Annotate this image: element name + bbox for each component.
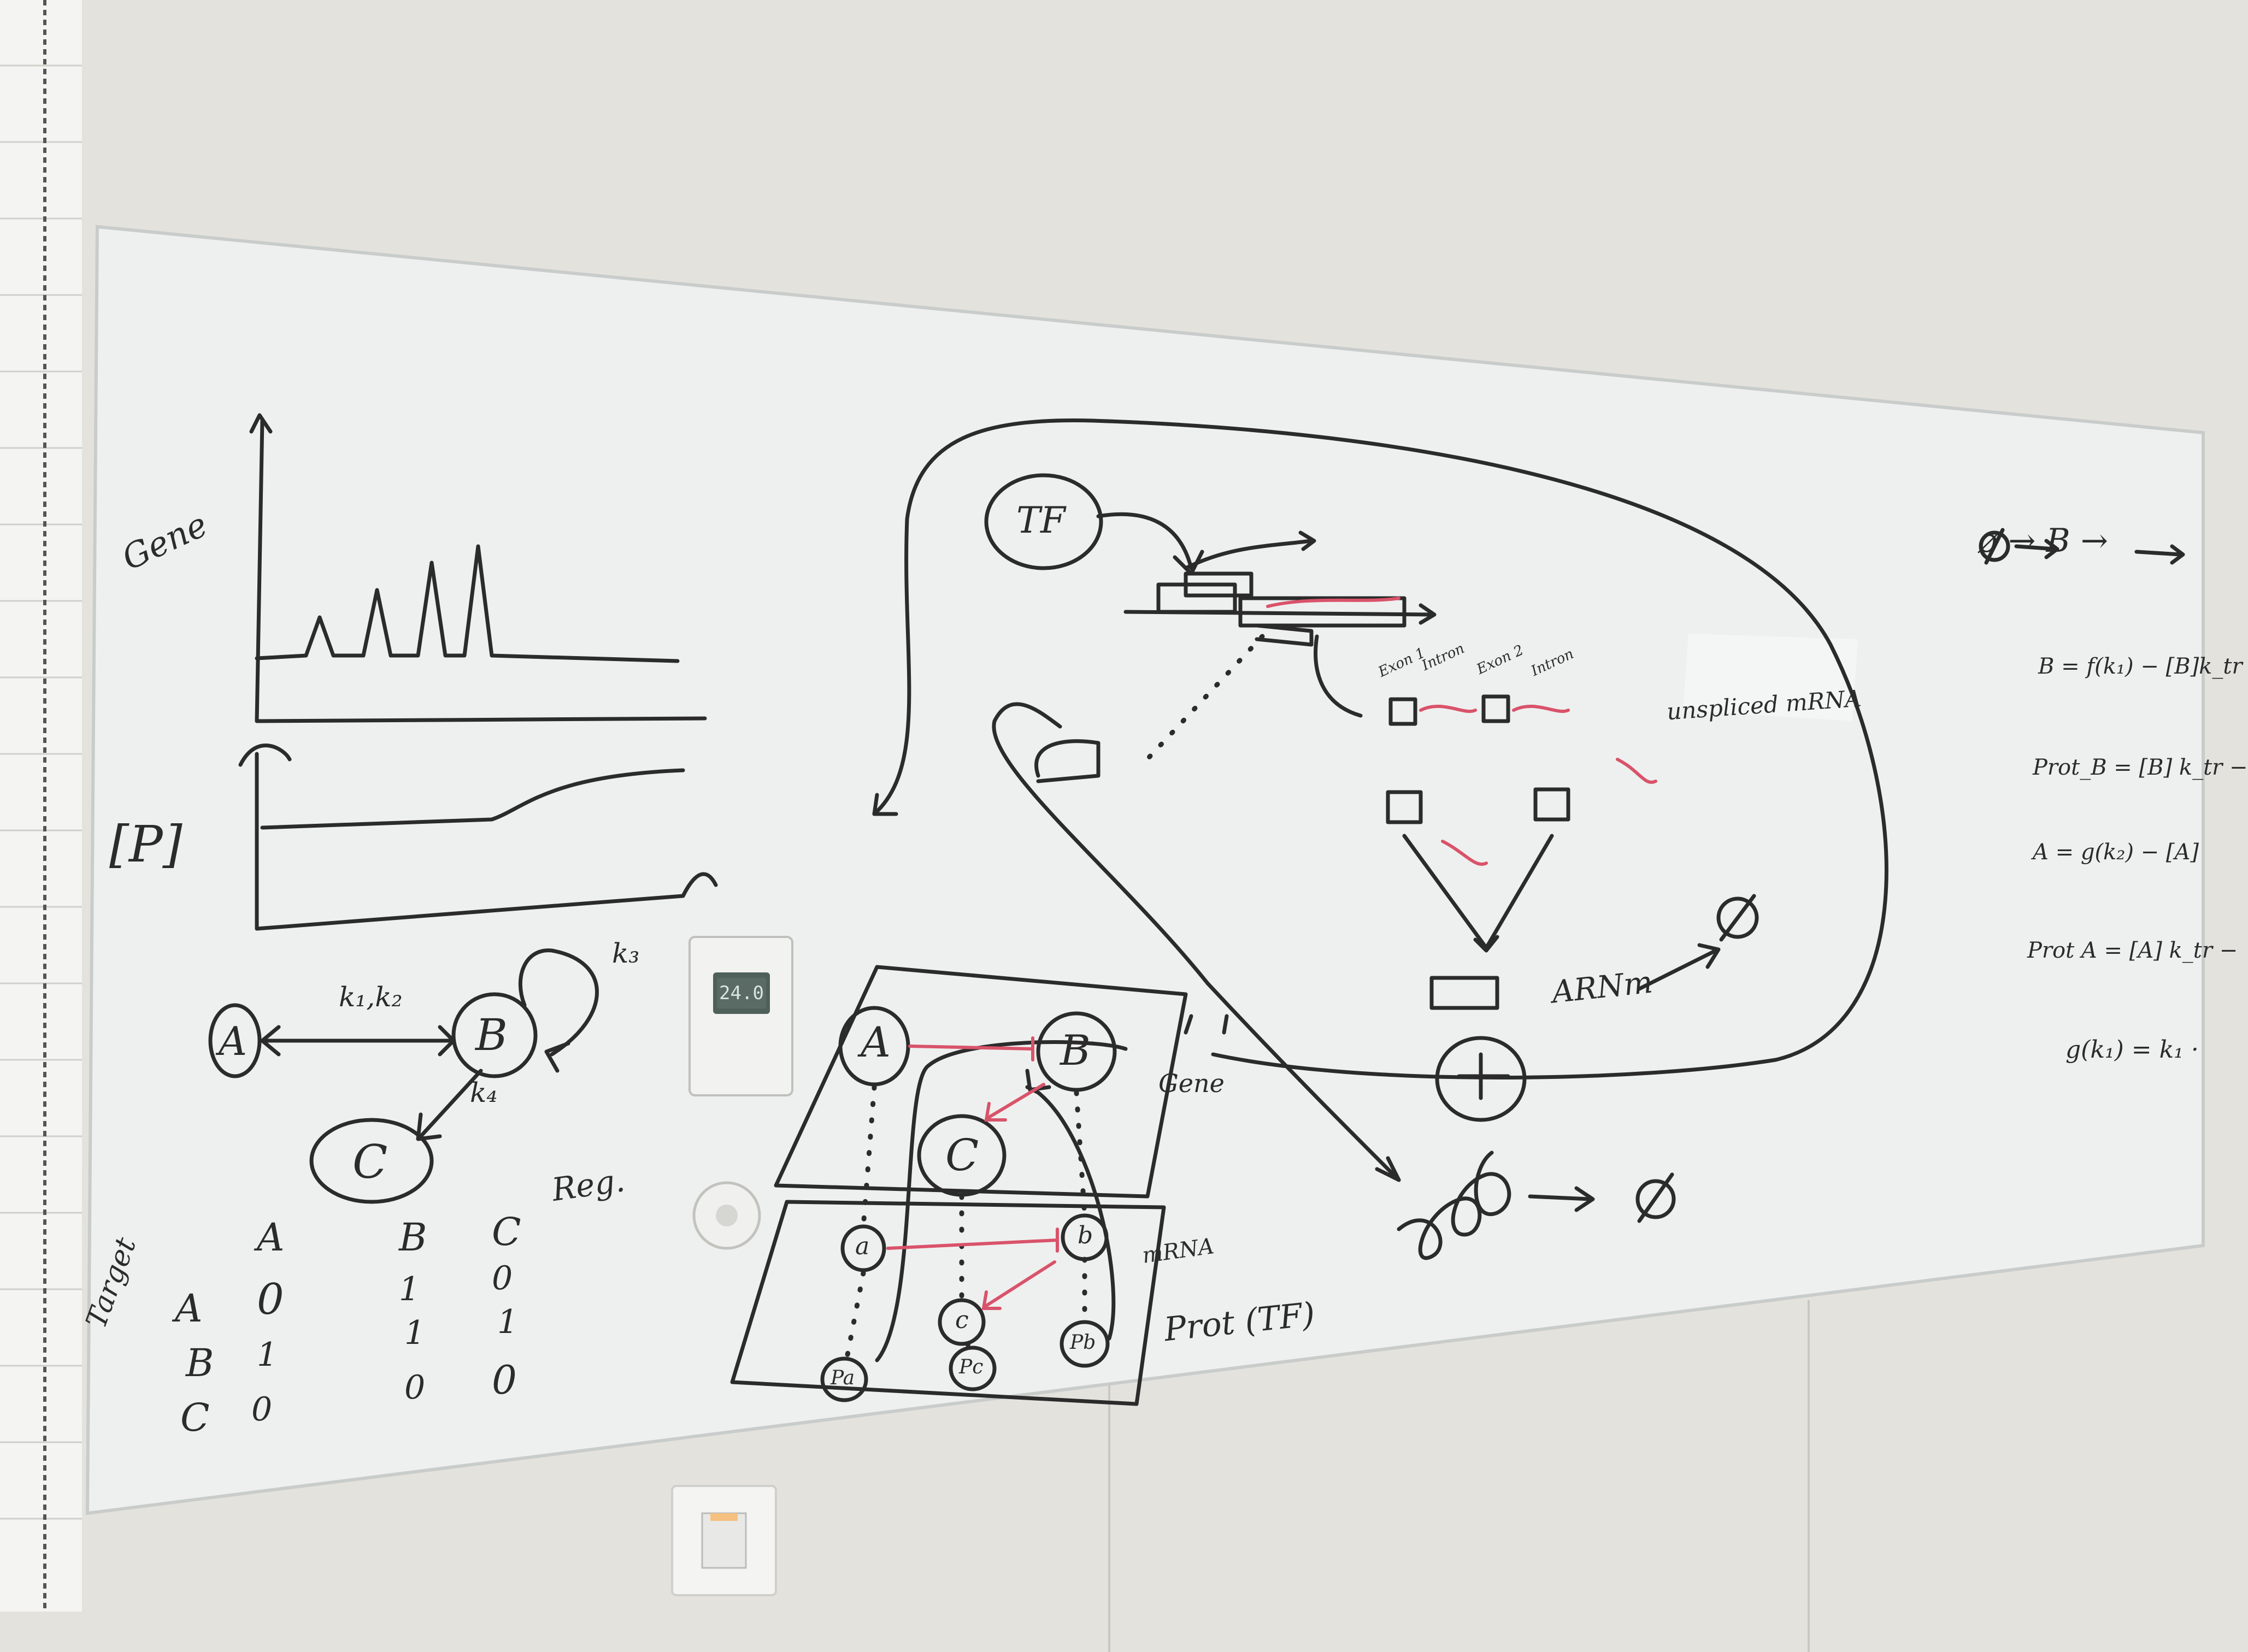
mature-mrna-box bbox=[1429, 976, 1499, 1010]
prot-node-label-pa: Pa bbox=[831, 1367, 855, 1389]
network-label-c: C bbox=[352, 1135, 388, 1189]
network-label-b: B bbox=[475, 1010, 508, 1060]
matrix-cell: 0 bbox=[492, 1357, 517, 1403]
thermostat-display: 24.0 bbox=[717, 978, 766, 1008]
mrna-node-label-a: a bbox=[855, 1232, 870, 1260]
matrix-col-c: C bbox=[492, 1210, 521, 1254]
mrna-node-label-c: c bbox=[955, 1306, 969, 1334]
spliced-exon-1 bbox=[1386, 790, 1423, 824]
gene-node-label-a: A bbox=[861, 1018, 891, 1066]
matrix-cell: 0 bbox=[492, 1259, 513, 1297]
mrna-node-label-b: b bbox=[1078, 1222, 1093, 1249]
equation-line-5: g(k₁) = k₁ · bbox=[2065, 1036, 2199, 1064]
matrix-cell: 1 bbox=[497, 1303, 519, 1341]
spliced-exon-2 bbox=[1533, 787, 1570, 822]
matrix-row-label-a: A bbox=[175, 1286, 203, 1331]
matrix-col-a: A bbox=[257, 1215, 285, 1260]
mrna-node-a bbox=[840, 1224, 886, 1272]
matrix-cell: 1 bbox=[399, 1270, 420, 1308]
rate-label-k3: k₃ bbox=[612, 937, 640, 969]
concentration-axis-label: [P] bbox=[109, 815, 183, 874]
gene-layer-label: Gene bbox=[1158, 1069, 1225, 1098]
equation-line-4: Prot A = [A] k_tr − bbox=[2027, 938, 2238, 963]
prot-node-pa bbox=[820, 1356, 868, 1402]
matrix-col-b: B bbox=[399, 1215, 427, 1260]
cell-boundary-loop bbox=[872, 418, 1888, 1079]
equation-line-1: B = f(k₁) − [B]k_tr bbox=[2038, 654, 2243, 679]
matrix-cell: 0 bbox=[251, 1390, 273, 1429]
window-blind bbox=[0, 0, 82, 1612]
plot-axes-bottom bbox=[255, 752, 718, 931]
gene-node-label-b: B bbox=[1060, 1026, 1091, 1075]
thermostat[interactable] bbox=[688, 936, 793, 1096]
gene-node-label-c: C bbox=[945, 1130, 979, 1181]
mrna-layer-plane bbox=[730, 1200, 1166, 1406]
exon-box-2 bbox=[1481, 694, 1510, 723]
prot-node-label-pb: Pb bbox=[1070, 1331, 1096, 1354]
prot-node-pc bbox=[949, 1346, 997, 1391]
network-node-a bbox=[208, 1003, 262, 1078]
network-node-b bbox=[451, 992, 538, 1078]
mrna-node-c bbox=[938, 1298, 986, 1346]
exon-box-1 bbox=[1388, 697, 1417, 726]
matrix-cell: 0 bbox=[404, 1368, 426, 1407]
matrix-row-label-b: B bbox=[186, 1341, 214, 1385]
prot-node-label-pc: Pc bbox=[959, 1356, 984, 1378]
reg-label: Reg. bbox=[549, 1161, 627, 1208]
equation-line-3: A = g(k₂) − [A] bbox=[2033, 840, 2199, 865]
rate-label-k1k2: k₁,k₂ bbox=[339, 981, 403, 1013]
rate-label-k4: k₄ bbox=[470, 1077, 498, 1108]
tf-label: TF bbox=[1016, 499, 1066, 541]
reaction-equation: ø → B → bbox=[1978, 522, 2108, 560]
protein-coil bbox=[1397, 1150, 1511, 1260]
gene-layer-plane bbox=[774, 965, 1188, 1199]
network-label-a: A bbox=[219, 1018, 247, 1064]
plot-axes-top bbox=[255, 418, 707, 723]
gene-node-b bbox=[1036, 1011, 1117, 1092]
prot-node-pb bbox=[1060, 1320, 1110, 1368]
ribosome-node bbox=[1435, 1036, 1527, 1122]
equation-line-2: Prot_B = [B] k_tr − bbox=[2033, 755, 2248, 780]
matrix-cell: 1 bbox=[257, 1336, 278, 1374]
matrix-cell: 1 bbox=[404, 1314, 426, 1352]
red-annotations bbox=[886, 597, 1657, 1310]
matrix-cell: 0 bbox=[257, 1275, 284, 1324]
network-node-c bbox=[309, 1118, 434, 1204]
matrix-row-label-c: C bbox=[180, 1395, 210, 1440]
whiteboard bbox=[85, 225, 2205, 1515]
tf-node bbox=[984, 473, 1103, 570]
